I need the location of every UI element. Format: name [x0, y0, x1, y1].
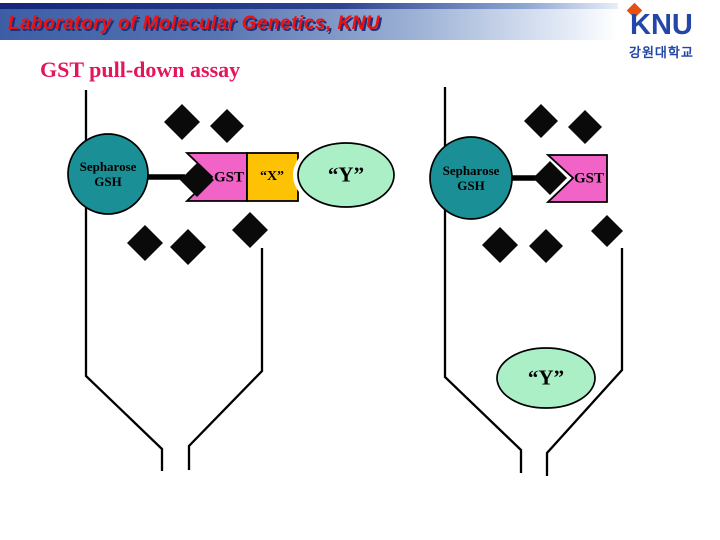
molecule-diamond-icon: [524, 104, 558, 138]
molecule-diamond-icon: [568, 110, 602, 144]
left-bead-label: Sepharose GSH: [79, 159, 137, 190]
left-prey-y-label: “Y”: [327, 162, 365, 187]
right-sepharose-bead: [429, 136, 513, 220]
header-bar: [0, 9, 618, 40]
molecule-diamond-icon: [232, 212, 268, 248]
slide-title: GST pull-down assay: [40, 57, 241, 82]
molecule-diamond-icon: [127, 225, 163, 261]
left-prey-y-shape: [297, 142, 395, 208]
logo-university-name: 강원대학교: [629, 46, 694, 61]
left-column-right-wall: [187, 248, 264, 470]
molecule-diamond-icon: [529, 229, 563, 263]
header-top-strip: [0, 3, 618, 9]
molecule-diamond-icon: [533, 161, 567, 195]
right-gst-label: GST: [573, 170, 605, 187]
left-sepharose-bead: [67, 133, 149, 215]
right-bead-label: Sepharose GSH: [442, 163, 500, 194]
molecule-diamond-icon: [210, 109, 244, 143]
molecule-diamond-icon: [170, 229, 206, 265]
molecule-diamond-icon: [482, 227, 518, 263]
right-bead-label-line1: Sepharose: [442, 163, 500, 179]
left-bead-label-line2: GSH: [94, 174, 122, 189]
left-bead-label-line1: Sepharose: [79, 159, 137, 175]
right-gst-tag-shape: [545, 154, 608, 203]
right-column-left-wall: [443, 87, 523, 473]
left-gst-label: GST: [213, 169, 245, 186]
header-lab-title: Laboratory of Molecular Genetics, KNU: [8, 13, 381, 34]
molecule-diamond-icon: [164, 104, 200, 140]
right-prey-y-shape: [496, 347, 596, 409]
molecule-diamond-icon: [591, 215, 623, 247]
left-column-left-wall: [84, 90, 164, 471]
logo-acronym: KNU: [630, 9, 693, 41]
right-column-right-wall: [545, 248, 624, 476]
molecule-diamond-icon: [180, 163, 214, 197]
left-bait-x-label: “X”: [259, 169, 285, 184]
right-bead-label-line2: GSH: [457, 178, 485, 193]
right-prey-y-label: “Y”: [527, 365, 565, 390]
